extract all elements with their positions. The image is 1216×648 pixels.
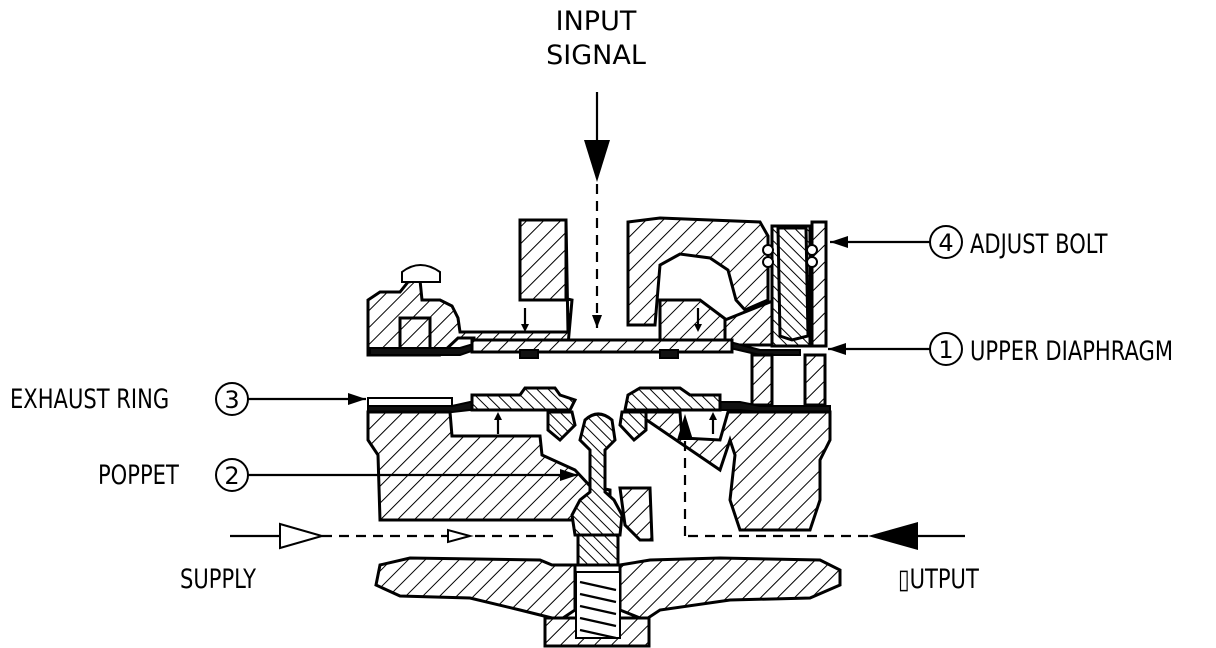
input-signal-arrow — [584, 92, 610, 328]
upper-housing-left — [366, 218, 574, 357]
poppet — [546, 410, 648, 567]
pressure-arrows — [494, 308, 717, 434]
output-label: ▯UTPUT — [898, 563, 979, 594]
output-arrow — [677, 414, 965, 550]
callout-number-2: 2 — [224, 462, 239, 490]
bottom-base — [374, 556, 842, 648]
return-spring — [575, 571, 621, 640]
input-signal-label-line2: SIGNAL — [546, 40, 646, 71]
exhaust-ring-label: EXHAUST RING — [10, 383, 169, 414]
upper-diaphragm — [369, 338, 801, 359]
adjust-bolt-label: ADJUST BOLT — [970, 228, 1108, 259]
callout-3-exhaust-ring: EXHAUST RING 3 — [10, 382, 366, 416]
callout-2-poppet: POPPET 2 — [98, 458, 578, 492]
exhaust-ring-lower-diaphragm — [367, 386, 831, 413]
lower-body — [366, 410, 832, 542]
callout-4-adjust-bolt: 4 ADJUST BOLT — [830, 225, 1108, 260]
supply-arrow — [230, 522, 555, 550]
poppet-label: POPPET — [98, 459, 179, 490]
callout-number-1: 1 — [938, 336, 953, 364]
upper-diaphragm-label: UPPER DIAPHRAGM — [970, 335, 1173, 366]
callout-number-4: 4 — [938, 229, 953, 257]
callout-1-upper-diaphragm: 1 UPPER DIAPHRAGM — [828, 332, 1173, 367]
supply-label: SUPPLY — [180, 563, 256, 594]
adjust-bolt — [762, 226, 818, 342]
right-spacer-block — [750, 353, 827, 407]
callout-number-3: 3 — [224, 386, 239, 414]
input-signal-label-line1: INPUT — [556, 6, 637, 37]
